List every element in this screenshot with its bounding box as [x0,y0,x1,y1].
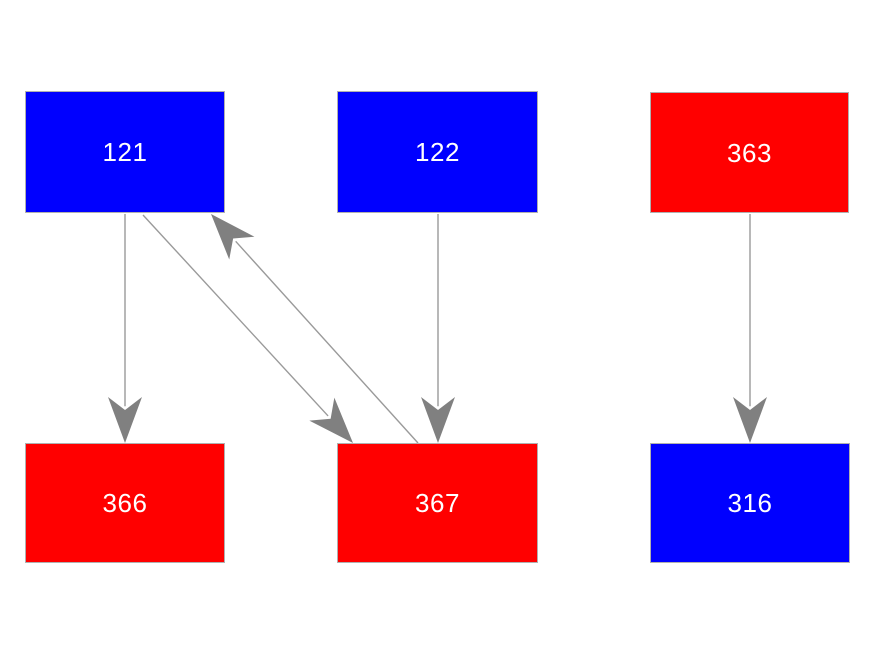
node-label: 366 [102,488,148,518]
node-121[interactable]: 121 [25,91,225,213]
arrow-head-icon [108,397,142,443]
node-label: 121 [102,137,148,167]
node-label: 316 [727,488,773,518]
node-316[interactable]: 316 [650,443,850,563]
arrow-head-icon [421,397,455,443]
arrow-head-icon [211,214,255,260]
node-label: 122 [415,137,460,167]
arrow-head-icon [309,397,353,443]
node-122[interactable]: 122 [337,91,538,213]
arrow-head-icon [733,397,767,443]
node-367[interactable]: 367 [337,443,538,563]
edge-line [235,240,419,444]
node-label: 363 [727,137,772,168]
edge-line [142,214,329,417]
node-366[interactable]: 366 [25,443,225,563]
node-label: 367 [415,488,460,518]
node-363[interactable]: 363 [650,92,849,213]
